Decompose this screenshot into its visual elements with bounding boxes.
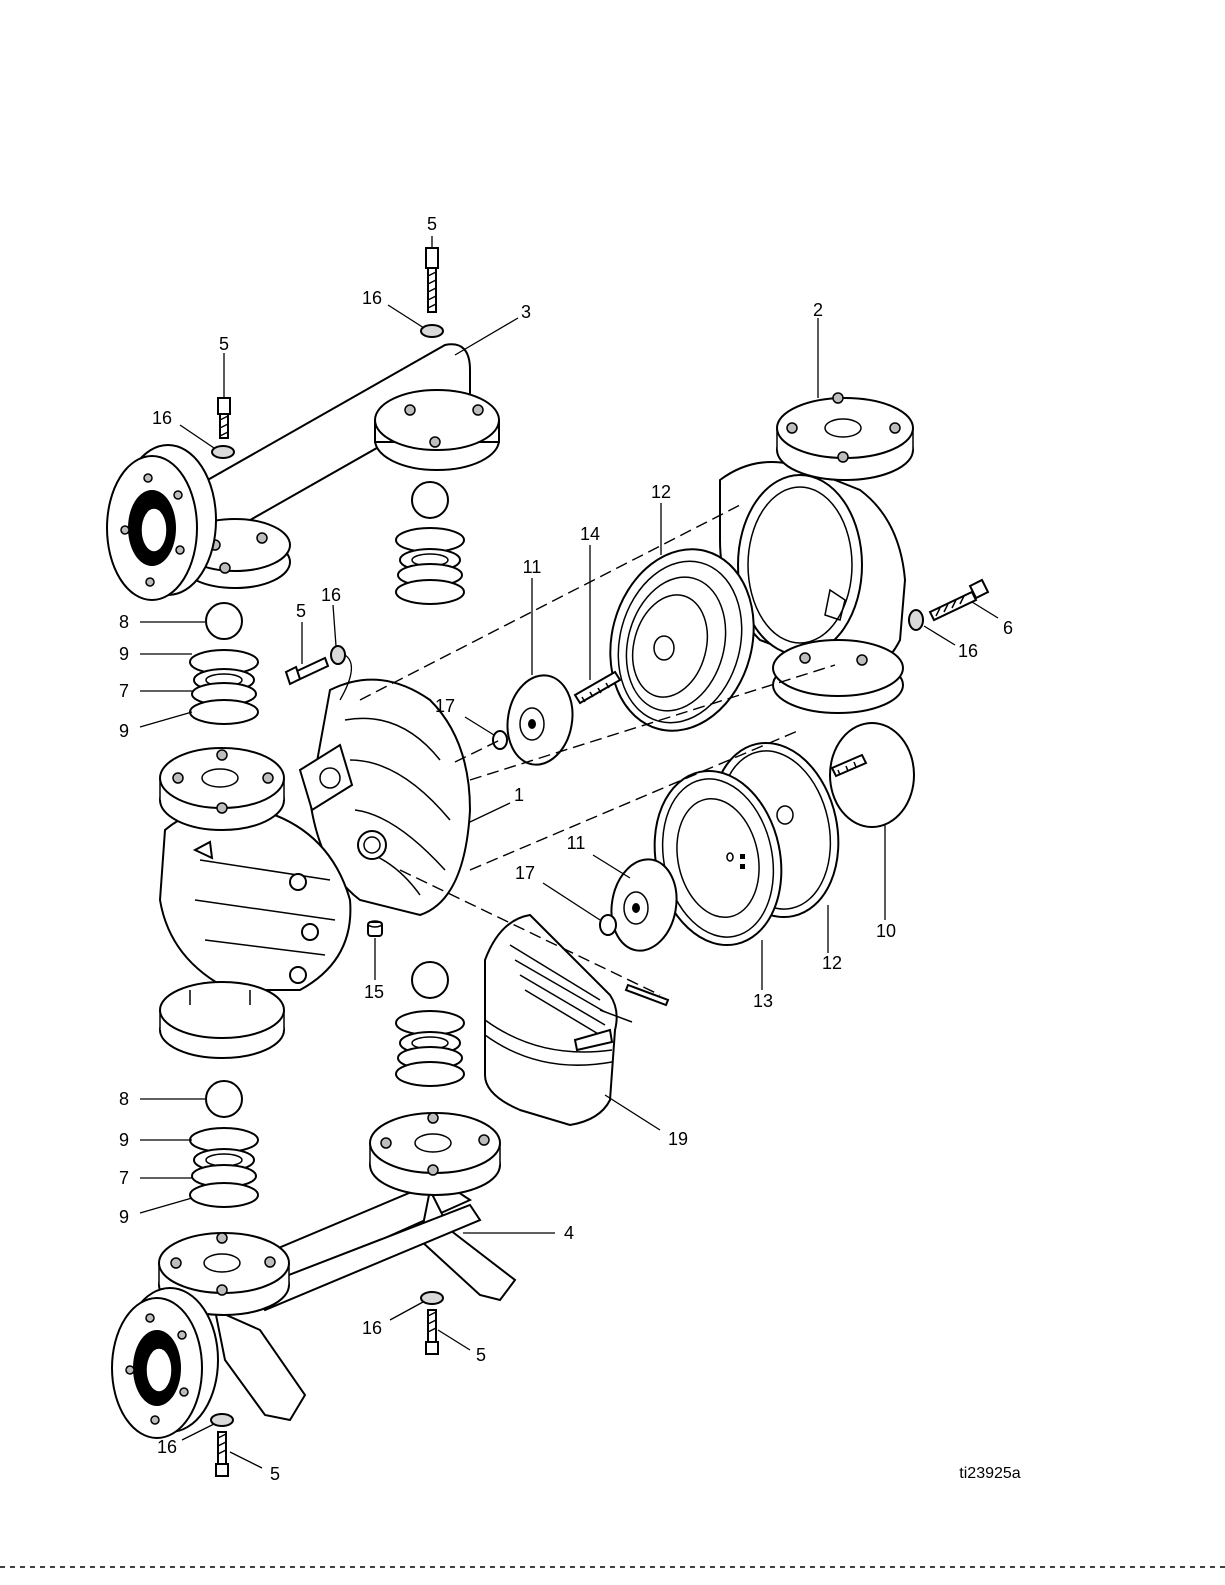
callout-14: 14 bbox=[580, 524, 600, 544]
callout-7: 7 bbox=[119, 1168, 129, 1188]
callout-3: 3 bbox=[521, 302, 531, 322]
callout-9: 9 bbox=[119, 1207, 129, 1227]
callout-8: 8 bbox=[119, 1089, 129, 1109]
callout-5: 5 bbox=[427, 214, 437, 234]
fitting-15 bbox=[368, 921, 382, 936]
bolt-5-top-center bbox=[426, 248, 438, 312]
callout-11: 11 bbox=[523, 557, 542, 577]
figure-id: ti23925a bbox=[959, 1465, 1020, 1482]
callout-19: 19 bbox=[668, 1129, 688, 1149]
bolt-6 bbox=[930, 580, 988, 620]
callout-6: 6 bbox=[1003, 618, 1013, 638]
callout-9: 9 bbox=[119, 644, 129, 664]
callout-15: 15 bbox=[364, 982, 384, 1002]
air-valve-19 bbox=[485, 915, 632, 1125]
fluid-cover-right bbox=[720, 393, 913, 713]
ball-8-left-upper bbox=[206, 603, 242, 639]
callout-16: 16 bbox=[362, 288, 382, 308]
callout-16: 16 bbox=[157, 1437, 177, 1457]
plate-11-upper bbox=[501, 670, 580, 770]
callout-9: 9 bbox=[119, 1130, 129, 1150]
oring-17-lower bbox=[600, 915, 616, 935]
washer-16-top bbox=[421, 325, 443, 337]
plate-10 bbox=[830, 723, 914, 827]
callout-16: 16 bbox=[152, 408, 172, 428]
inlet-manifold bbox=[112, 1113, 515, 1438]
callout-2: 2 bbox=[813, 300, 823, 320]
bolt-5-bottom-mid bbox=[426, 1310, 438, 1354]
seat-stack-left-upper bbox=[190, 650, 258, 724]
callout-7: 7 bbox=[119, 681, 129, 701]
seat-stack-top bbox=[396, 528, 464, 604]
callout-10: 10 bbox=[876, 921, 896, 941]
seat-stack-left-lower bbox=[190, 1128, 258, 1207]
bolt-5-mid bbox=[286, 658, 328, 684]
callout-4: 4 bbox=[564, 1223, 574, 1243]
callout-5: 5 bbox=[270, 1464, 280, 1484]
shaft-14 bbox=[575, 672, 620, 703]
ball-8-top bbox=[412, 482, 448, 518]
washer-16-bottom-left bbox=[211, 1414, 233, 1426]
washer-16-top-left bbox=[212, 446, 234, 458]
callout-5: 5 bbox=[476, 1345, 486, 1365]
washer-16-bottom-mid bbox=[421, 1292, 443, 1304]
callout-12: 12 bbox=[651, 482, 671, 502]
seat-stack-lower-mid bbox=[396, 1011, 464, 1086]
callout-16: 16 bbox=[321, 585, 341, 605]
washer-16-mid bbox=[331, 646, 345, 664]
callout-17: 17 bbox=[515, 863, 535, 883]
ball-8-lower-mid bbox=[412, 962, 448, 998]
callout-5: 5 bbox=[296, 601, 306, 621]
callout-13: 13 bbox=[753, 991, 773, 1011]
callout-5: 5 bbox=[219, 334, 229, 354]
bolt-5-bottom-left bbox=[216, 1432, 228, 1476]
callout-16: 16 bbox=[362, 1318, 382, 1338]
callout-9: 9 bbox=[119, 721, 129, 741]
oring-17-upper bbox=[493, 731, 507, 749]
ball-8-left-lower bbox=[206, 1081, 242, 1117]
callout-16: 16 bbox=[958, 641, 978, 661]
callout-17: 17 bbox=[435, 696, 455, 716]
callout-8: 8 bbox=[119, 612, 129, 632]
washer-16-right bbox=[909, 610, 923, 630]
callout-1: 1 bbox=[514, 785, 524, 805]
callout-12: 12 bbox=[822, 953, 842, 973]
callout-11: 11 bbox=[567, 833, 586, 853]
bolt-5-top-left bbox=[218, 398, 230, 438]
